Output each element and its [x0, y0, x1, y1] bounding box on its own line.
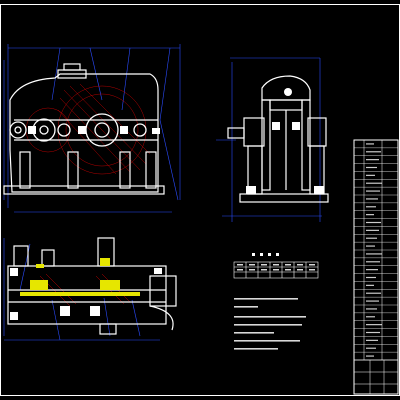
title-block-cell-text [366, 237, 377, 239]
plan-bolts [10, 268, 162, 320]
title-block-cell-text [366, 253, 382, 255]
title-block-cell-text [366, 347, 376, 349]
title-block-cell-text [366, 143, 374, 145]
title-block-cell-text [366, 166, 377, 169]
parameter-table-cell-marks [237, 264, 315, 271]
sheet-border [0, 4, 400, 396]
title-block-cell-text [366, 316, 375, 318]
title-block-cell-text [366, 284, 374, 286]
technical-notes [234, 298, 306, 350]
parameter-table [233, 253, 319, 279]
title-block-cell-text [366, 214, 374, 216]
gearbox-housing-plan [7, 237, 177, 335]
side-dimension-lines [216, 57, 322, 222]
title-block-cell-text [366, 206, 376, 208]
title-block-cell-text [366, 198, 378, 200]
title-block-cell-text [366, 245, 375, 247]
title-block-cell-text [366, 276, 376, 279]
title-block-cell-text [366, 182, 382, 184]
title-block-cell-text [366, 151, 381, 153]
title-block-cell-text [366, 300, 379, 302]
title-block-cell-text [366, 221, 381, 224]
gearbox-housing-side [227, 75, 329, 203]
title-block-cell-text [366, 174, 375, 176]
gearbox-housing-front [3, 63, 165, 195]
title-block-cell-text [366, 190, 380, 192]
title-block-cell-text [366, 159, 379, 161]
title-block-cell-text [366, 269, 378, 271]
title-block-cell-text [366, 339, 378, 341]
shaft-highlights [20, 258, 140, 296]
plan-dimension-lines [3, 238, 160, 341]
side-bolts [246, 88, 324, 194]
side-elevation-view [216, 57, 329, 222]
title-block-cell-text [366, 355, 374, 357]
title-block-cell-text [366, 331, 380, 334]
parameter-table-heading [252, 253, 279, 256]
plan-section-view [3, 237, 177, 341]
title-block [353, 139, 399, 395]
title-block-cell-text [366, 324, 382, 326]
gear-section-hatch [25, 83, 151, 175]
front-elevation-view [3, 44, 181, 213]
title-block-cell-text [366, 292, 381, 294]
title-block-cell-text [366, 229, 379, 231]
front-dimension-lines [3, 44, 181, 213]
title-block-cell-text [366, 261, 380, 263]
housing-lugs [28, 126, 160, 134]
title-block-cell-text [366, 308, 377, 310]
